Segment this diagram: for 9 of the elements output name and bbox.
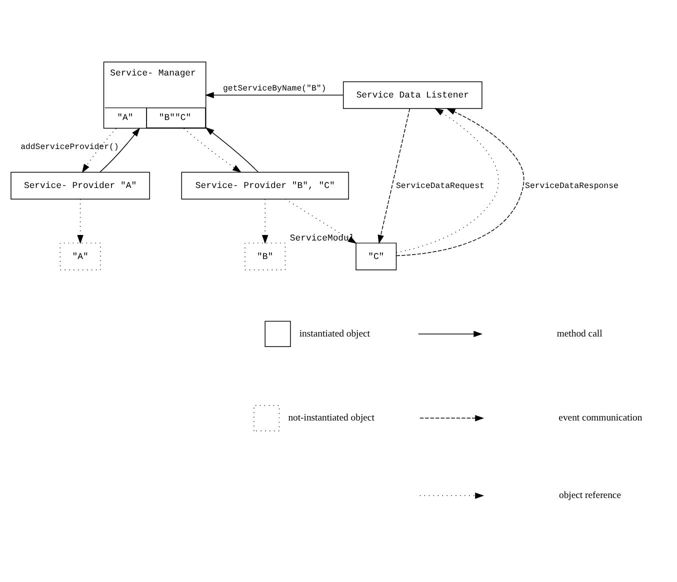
edge-label: addServiceProvider() xyxy=(20,142,119,152)
legend-label: method call xyxy=(556,328,602,340)
legend-label: instantiated object xyxy=(299,328,370,340)
edge-label: ServiceDataRequest xyxy=(396,181,484,190)
edge-label: ServiceDataResponse xyxy=(525,181,618,190)
legend-label: event communication xyxy=(558,412,642,424)
edge-label: getServiceByName("B") xyxy=(223,84,326,94)
legend-label: not-instantiated object xyxy=(288,412,374,424)
legend-label: object reference xyxy=(558,490,622,501)
